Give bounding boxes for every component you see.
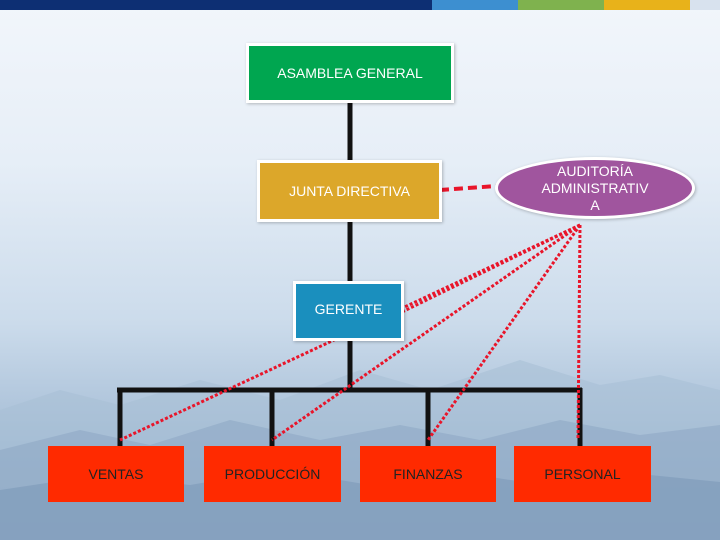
node-finanzas-label: FINANZAS xyxy=(393,466,463,482)
audit-link-junta xyxy=(439,184,498,192)
node-produccion-label: PRODUCCIÓN xyxy=(224,466,321,482)
node-auditoria-administrativa: AUDITORÍA ADMINISTRATIV A xyxy=(495,157,695,219)
top-bar-segment xyxy=(690,0,720,10)
node-personal-label: PERSONAL xyxy=(544,466,621,482)
node-auditoria-label-line1: AUDITORÍA xyxy=(557,162,633,179)
node-junta-directiva: JUNTA DIRECTIVA xyxy=(257,160,442,222)
audit-link-produccion xyxy=(271,223,581,442)
top-bar-segment xyxy=(604,0,690,10)
node-junta-label: JUNTA DIRECTIVA xyxy=(289,183,410,199)
audit-link-finanzas xyxy=(426,224,582,441)
node-ventas-label: VENTAS xyxy=(88,466,144,482)
node-gerente-label: GERENTE xyxy=(314,301,383,317)
top-bar-segment xyxy=(432,0,518,10)
node-produccion: PRODUCCIÓN xyxy=(204,446,341,502)
node-auditoria-label-line3: A xyxy=(590,196,600,213)
top-bar-segment xyxy=(518,0,604,10)
node-personal: PERSONAL xyxy=(514,446,651,502)
node-asamblea-label: ASAMBLEA GENERAL xyxy=(277,65,423,81)
audit-link-gerente xyxy=(401,223,581,314)
node-ventas: VENTAS xyxy=(48,446,184,502)
node-gerente: GERENTE xyxy=(293,281,404,341)
node-finanzas: FINANZAS xyxy=(360,446,496,502)
node-asamblea-general: ASAMBLEA GENERAL xyxy=(246,43,454,103)
top-accent-bar xyxy=(0,0,720,10)
audit-link-personal xyxy=(576,224,582,441)
top-bar-segment xyxy=(0,0,432,10)
node-auditoria-label-line2: ADMINISTRATIV xyxy=(541,179,649,196)
